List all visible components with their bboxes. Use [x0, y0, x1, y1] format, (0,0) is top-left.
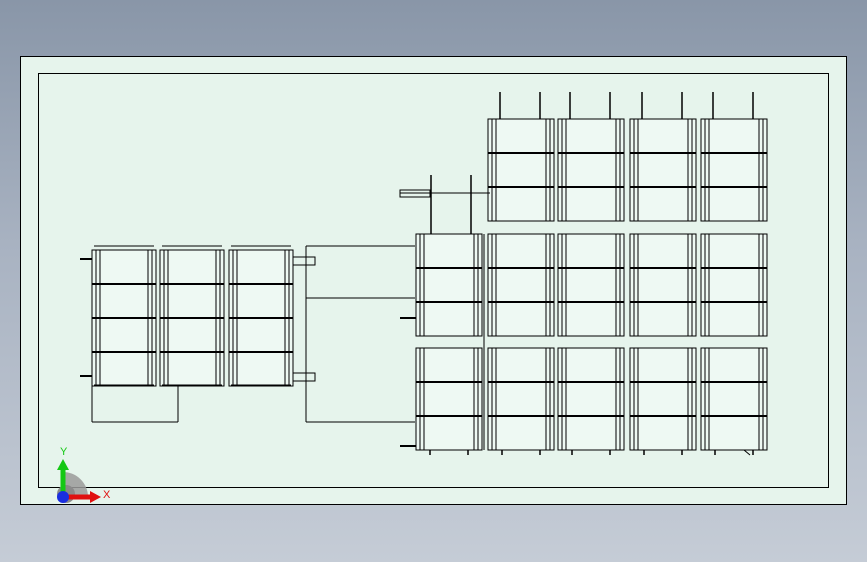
middle-module-2-frame [487, 233, 555, 337]
sheet-inner-border [38, 73, 829, 488]
top-module-3-frame [629, 118, 697, 222]
top-module-4-frame [700, 118, 768, 222]
y-axis-label: Y [60, 446, 68, 458]
x-axis-label: X [103, 489, 111, 501]
middle-module-3-frame [557, 233, 625, 337]
array-end-tick [743, 449, 751, 456]
z-axis-origin [57, 491, 69, 503]
coordinate-triad: Y X [57, 446, 111, 503]
left-clip-top [292, 256, 316, 266]
bottom-module-2-frame [487, 347, 555, 451]
solar-array-assembly[interactable] [80, 92, 768, 456]
bottom-module-3-frame [557, 347, 625, 451]
bottom-module-4-frame [629, 347, 697, 451]
bottom-module-1-frame [415, 347, 483, 451]
middle-module-4-frame [629, 233, 697, 337]
middle-module-5-frame [700, 233, 768, 337]
x-axis-arrowhead [90, 491, 101, 503]
left-clip-bottom [292, 372, 316, 382]
bottom-module-5-frame [700, 347, 768, 451]
middle-module-1-frame [415, 233, 483, 337]
y-axis-arrowhead [57, 459, 69, 470]
top-module-1-frame [487, 118, 555, 222]
top-module-2-frame [557, 118, 625, 222]
